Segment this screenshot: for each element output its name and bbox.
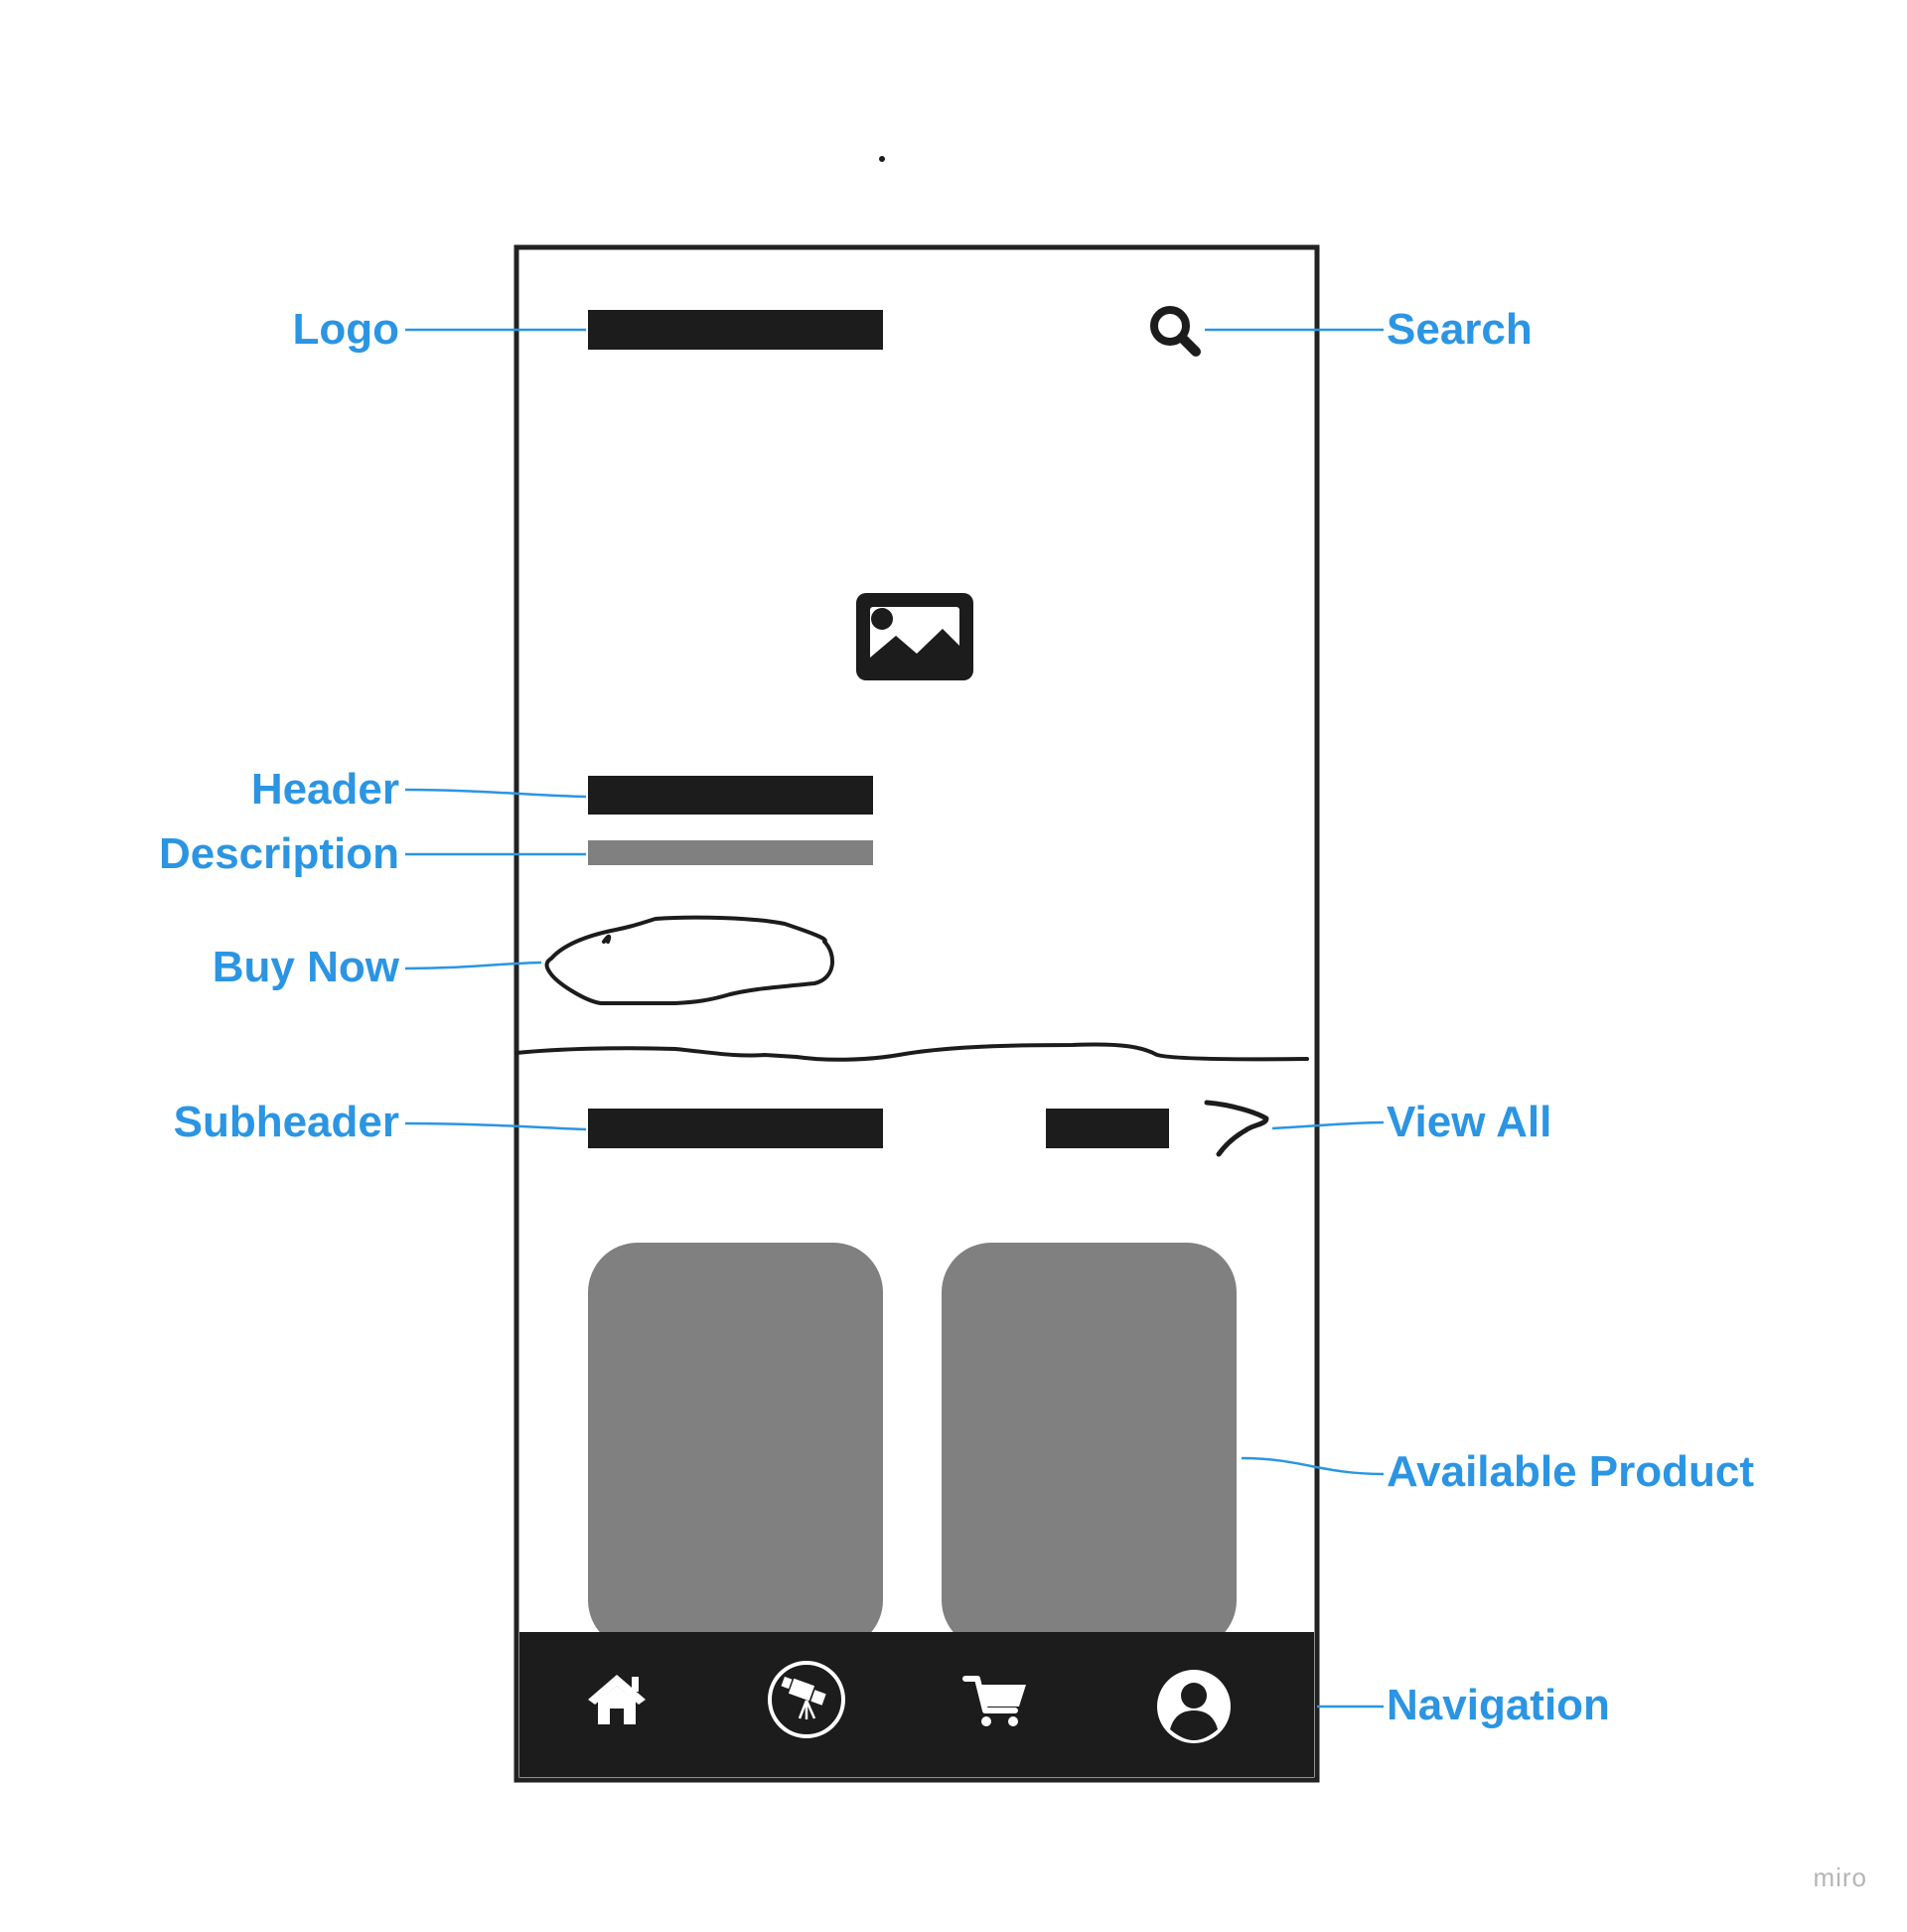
header-placeholder bbox=[588, 776, 873, 815]
user-icon[interactable] bbox=[1157, 1670, 1231, 1743]
search-icon bbox=[1150, 306, 1201, 357]
callout-label-logo: Logo bbox=[292, 305, 399, 354]
callout-label-available-product: Available Product bbox=[1387, 1447, 1755, 1496]
header-leader-line bbox=[404, 788, 587, 799]
product-card-list bbox=[588, 1243, 1237, 1650]
callout-label-buy-now: Buy Now bbox=[212, 943, 399, 991]
logo-placeholder bbox=[588, 310, 883, 350]
subheader-placeholder bbox=[588, 1109, 883, 1148]
buy-now-button[interactable] bbox=[544, 915, 835, 1005]
chevron-right-icon[interactable] bbox=[1204, 1100, 1269, 1157]
subheader-leader-line bbox=[404, 1121, 587, 1131]
telescope-icon[interactable] bbox=[768, 1661, 845, 1738]
callout-label-navigation: Navigation bbox=[1387, 1681, 1610, 1729]
product-card[interactable] bbox=[942, 1243, 1237, 1650]
callout-label-search: Search bbox=[1387, 305, 1533, 354]
section-divider bbox=[514, 1042, 1309, 1062]
description-placeholder bbox=[588, 840, 873, 865]
callout-label-subheader: Subheader bbox=[173, 1098, 399, 1146]
view-all-leader-line bbox=[1271, 1120, 1385, 1130]
callout-label-description: Description bbox=[158, 829, 399, 878]
available-product-leader-line bbox=[1241, 1456, 1385, 1476]
image-placeholder-icon bbox=[856, 593, 973, 680]
cart-icon[interactable] bbox=[962, 1676, 1026, 1726]
callout-leader-lines bbox=[404, 328, 1385, 1709]
miro-watermark: miro bbox=[1813, 1862, 1867, 1892]
view-all-link[interactable] bbox=[1046, 1109, 1169, 1148]
callout-label-view-all: View All bbox=[1387, 1098, 1552, 1146]
home-icon[interactable] bbox=[588, 1675, 646, 1724]
stray-dot bbox=[879, 156, 885, 162]
callout-label-header: Header bbox=[250, 765, 399, 814]
buy-now-leader-line bbox=[404, 961, 542, 970]
product-card[interactable] bbox=[588, 1243, 883, 1650]
